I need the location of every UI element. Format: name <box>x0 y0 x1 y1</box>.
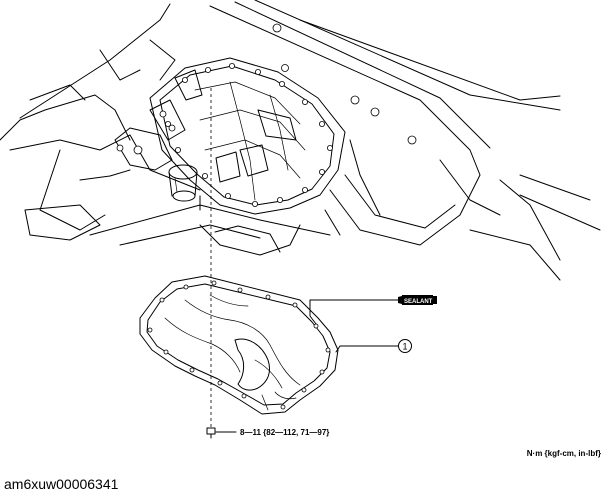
sealant-label: SEALANT <box>404 299 433 305</box>
oil-pan-bolt <box>206 427 216 439</box>
sealant-tube-icon: SEALANT <box>398 295 437 305</box>
sealant-leader-line <box>309 299 399 325</box>
callout-leader-line <box>335 345 399 353</box>
torque-units-label: N·m {kgf-cm, in-lbf} <box>527 449 601 458</box>
oil-pan-drawing <box>139 275 339 415</box>
callout-number: 1 <box>402 342 407 352</box>
vehicle-underbody-drawing <box>0 0 601 281</box>
callout-circle <box>398 339 412 353</box>
figure-code: am6xuw00006341 <box>4 476 119 492</box>
torque-spec-label: 8—11 {82—112, 71—97} <box>240 428 329 437</box>
